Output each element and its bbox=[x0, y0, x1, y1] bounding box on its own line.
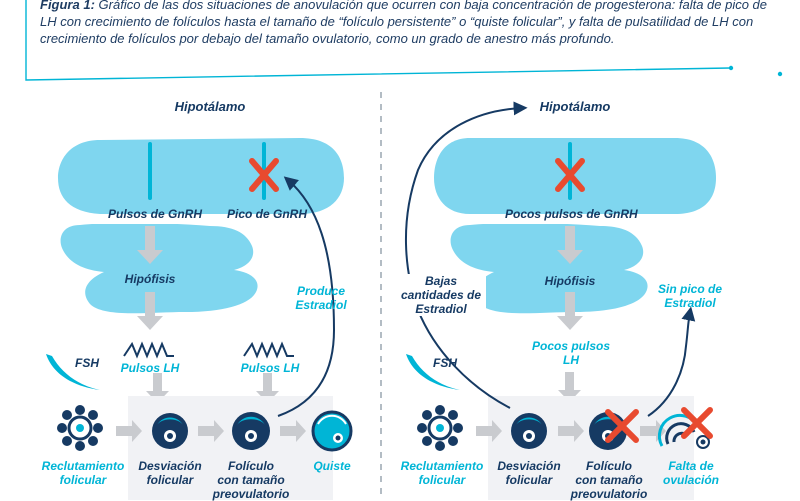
preovulatory-line-3: preovulatorio bbox=[570, 487, 648, 501]
gray-arrow bbox=[137, 226, 163, 264]
cyst-icon bbox=[311, 410, 353, 452]
deviation-line-2: folicular bbox=[505, 473, 553, 487]
gray-arrow bbox=[558, 420, 584, 442]
cloud-gap-left bbox=[58, 214, 348, 224]
cloud-gap-right bbox=[430, 214, 720, 224]
deviation-label-left: Desviación folicular bbox=[130, 459, 210, 487]
few-lh-line-1: Pocos pulsos bbox=[531, 339, 611, 353]
hypothalamus-cloud-right bbox=[434, 138, 716, 314]
deviation-line-2: folicular bbox=[146, 473, 194, 487]
few-gnrh-pulses-label: Pocos pulsos de GnRH bbox=[505, 207, 638, 221]
zigzag-pulse-icon bbox=[123, 341, 174, 359]
fsh-label-right: FSH bbox=[433, 356, 457, 370]
recruitment-line-1: Reclutamiento bbox=[400, 459, 484, 473]
follicle-icon bbox=[232, 412, 270, 450]
x-mark-icon bbox=[681, 407, 713, 439]
x-mark-icon bbox=[249, 158, 279, 192]
follicle-cluster-icon bbox=[417, 405, 463, 451]
follicle-icon bbox=[152, 413, 188, 449]
no-peak-line-1: Sin pico de bbox=[657, 282, 722, 296]
preovulatory-label-right: Folículo con tamaño preovulatorio bbox=[564, 459, 654, 501]
no-ovulation-label: Falta de ovulación bbox=[656, 459, 726, 487]
no-ovulation-line-2: ovulación bbox=[662, 473, 719, 487]
produce-estradiol-label: Produce Estradiol bbox=[286, 284, 356, 312]
no-estradiol-peak-label: Sin pico de Estradiol bbox=[650, 282, 730, 310]
gray-arrow bbox=[280, 420, 306, 442]
caption-frame-dot bbox=[728, 65, 734, 71]
caption-frame bbox=[25, 0, 731, 81]
gnrh-pulses-label: Pulsos de GnRH bbox=[107, 207, 202, 221]
preovulatory-line-2: con tamaño bbox=[575, 473, 643, 487]
preovulatory-line-1: Folículo bbox=[586, 459, 632, 473]
low-estradiol-line-2: cantidades de bbox=[400, 288, 482, 302]
fsh-swoosh-icon bbox=[406, 354, 460, 390]
follicle-icon bbox=[511, 413, 547, 449]
preovulatory-line-2: con tamaño bbox=[217, 473, 285, 487]
no-peak-line-2: Estradiol bbox=[664, 296, 716, 310]
pituitary-label-left: Hipófisis bbox=[124, 272, 176, 286]
zigzag-pulse-icon bbox=[243, 341, 294, 359]
low-estradiol-line-3: Estradiol bbox=[415, 302, 467, 316]
recruitment-line-2: folicular bbox=[418, 473, 466, 487]
produce-estradiol-line-2: Estradiol bbox=[295, 298, 347, 312]
pituitary-label-right: Hipófisis bbox=[544, 274, 596, 288]
lh-pulses-label-1: Pulsos LH bbox=[120, 361, 180, 375]
gray-arrow bbox=[137, 292, 163, 330]
cyst-label: Quiste bbox=[313, 459, 351, 473]
preovulatory-label-left: Folículo con tamaño preovulatorio bbox=[206, 459, 296, 501]
caption-label: Figura 1: bbox=[40, 0, 95, 12]
fsh-swoosh-icon bbox=[46, 354, 100, 390]
follicle-icon bbox=[589, 412, 627, 450]
no-ovulation-line-1: Falta de bbox=[668, 459, 714, 473]
no-peak-arrow bbox=[647, 306, 696, 417]
recruitment-line-1: Reclutamiento bbox=[41, 459, 125, 473]
caption-frame-dot bbox=[777, 71, 783, 77]
deviation-line-1: Desviación bbox=[497, 459, 561, 473]
x-mark-icon bbox=[555, 158, 585, 192]
low-estradiol-line-1: Bajas bbox=[424, 274, 458, 288]
lh-pulses-label-2: Pulsos LH bbox=[240, 361, 300, 375]
few-lh-line-2: LH bbox=[563, 353, 579, 367]
recruitment-label-left: Reclutamiento folicular bbox=[35, 459, 131, 487]
gray-arrow bbox=[557, 292, 583, 330]
hypothalamus-cloud-left bbox=[58, 138, 344, 314]
recruitment-line-2: folicular bbox=[59, 473, 107, 487]
preovulatory-line-1: Folículo bbox=[228, 459, 274, 473]
gray-arrow bbox=[198, 420, 224, 442]
follicle-cluster-icon bbox=[57, 405, 103, 451]
figure-caption: Figura 1: Gráfico de las dos situaciones… bbox=[40, 0, 775, 47]
ovary-panel-right bbox=[488, 396, 694, 500]
low-estradiol-arrow bbox=[404, 101, 528, 409]
produce-estradiol-line-1: Produce bbox=[296, 284, 345, 298]
gray-arrow bbox=[476, 420, 502, 442]
x-mark-icon bbox=[605, 409, 639, 443]
recruitment-label-right: Reclutamiento folicular bbox=[394, 459, 490, 487]
deviation-label-right: Desviación folicular bbox=[489, 459, 569, 487]
hypothalamus-title-right: Hipotálamo bbox=[539, 99, 611, 114]
gray-arrow bbox=[557, 226, 583, 264]
low-estradiol-label: Bajas cantidades de Estradiol bbox=[396, 274, 486, 316]
gray-arrow bbox=[116, 420, 142, 442]
gnrh-peak-label: Pico de GnRH bbox=[226, 207, 307, 221]
fsh-label-left: FSH bbox=[75, 356, 99, 370]
ovary-panel-left bbox=[128, 396, 333, 500]
hypothalamus-title-left: Hipotálamo bbox=[174, 99, 246, 114]
caption-text: Gráfico de las dos situaciones de anovul… bbox=[40, 0, 768, 46]
few-lh-pulses-label: Pocos pulsos LH bbox=[526, 339, 616, 367]
deviation-line-1: Desviación bbox=[138, 459, 202, 473]
preovulatory-line-3: preovulatorio bbox=[212, 487, 290, 501]
estradiol-feedback-arrow bbox=[277, 176, 336, 417]
